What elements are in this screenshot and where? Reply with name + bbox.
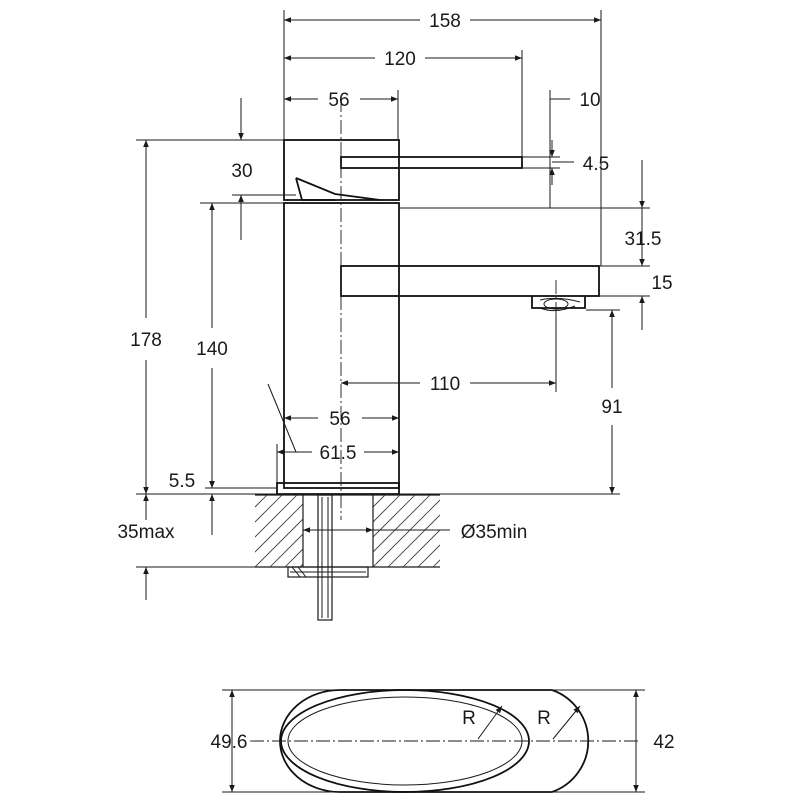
deck-section — [255, 494, 440, 621]
dim-deck-thickness: 35max — [117, 522, 175, 543]
dim-lever-thickness: 4.5 — [583, 154, 609, 175]
dim-body-width-top: 56 — [328, 90, 349, 111]
dim-handle-end: 10 — [579, 90, 600, 111]
body — [283, 202, 400, 489]
dim-total-height: 178 — [130, 330, 162, 351]
mounting-rod — [317, 494, 333, 621]
handle-lever — [340, 156, 523, 169]
dim-radius-2: R — [537, 708, 551, 729]
mounting-nut — [287, 566, 369, 578]
extension-lines — [136, 10, 650, 793]
plan-view — [250, 689, 640, 793]
dimension-lines — [143, 17, 645, 792]
dim-handle-length: 120 — [384, 49, 416, 70]
dim-radius-1: R — [462, 708, 476, 729]
dim-spout-height: 31.5 — [625, 229, 662, 250]
dim-plan-width: 49.6 — [211, 732, 248, 753]
dim-spout-reach: 110 — [430, 374, 460, 395]
aerator — [531, 296, 586, 309]
spout — [340, 265, 600, 297]
dim-lever-height: 30 — [231, 161, 252, 182]
dim-body-width-bottom: 56 — [329, 409, 350, 430]
dim-hole-diameter: Ø35min — [461, 522, 528, 543]
dim-plan-width-end: 42 — [653, 732, 674, 753]
dim-base-thickness: 5.5 — [169, 471, 195, 492]
dim-outlet-height: 91 — [601, 397, 622, 418]
dimension-labels: 158 120 56 10 30 4.5 178 140 31.5 15 91 … — [117, 11, 674, 753]
handle-block — [283, 139, 400, 201]
dim-body-height: 140 — [196, 339, 228, 360]
plan-outline — [279, 689, 590, 793]
dim-base-width: 61.5 — [320, 443, 357, 464]
dim-spout-thickness: 15 — [651, 273, 672, 294]
dim-overall-width: 158 — [429, 11, 461, 32]
